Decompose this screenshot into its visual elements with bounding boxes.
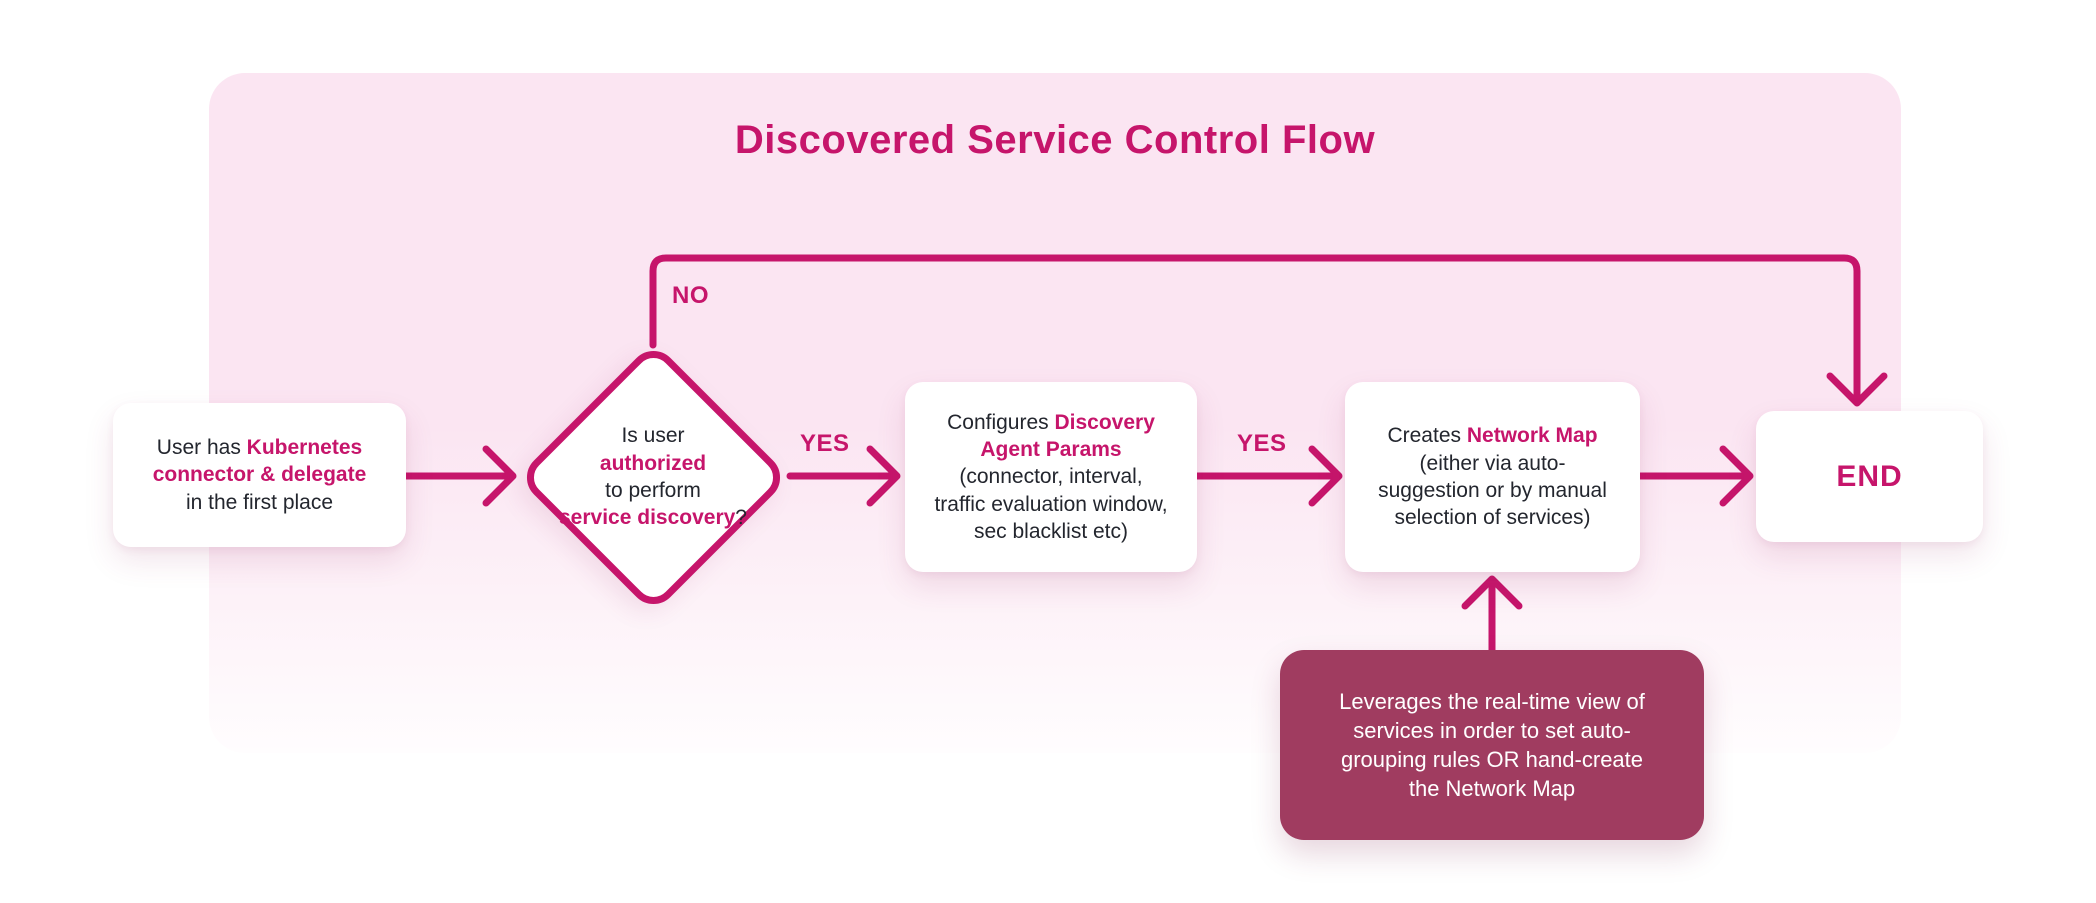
node-create-network-map: Creates Network Map(either via auto-sugg… [1345, 382, 1640, 572]
label-yes-2: YES [1237, 430, 1287, 457]
node-end: END [1756, 411, 1983, 542]
arrow-note-to-create-map [1461, 575, 1523, 655]
label-no: NO [672, 282, 709, 309]
arrow-yes-to-configure [786, 445, 901, 507]
node-end-label: END [1836, 460, 1903, 493]
arrow-start-to-decision [402, 445, 517, 507]
diagram-title: Discovered Service Control Flow [734, 118, 1376, 162]
arrow-yes-to-create-map [1193, 445, 1343, 507]
arrow-create-map-to-end [1636, 445, 1754, 507]
node-create-network-map-label: Creates Network Map(either via auto-sugg… [1378, 424, 1607, 530]
arrow-no-to-end [649, 254, 1888, 407]
label-yes-1: YES [800, 430, 850, 457]
